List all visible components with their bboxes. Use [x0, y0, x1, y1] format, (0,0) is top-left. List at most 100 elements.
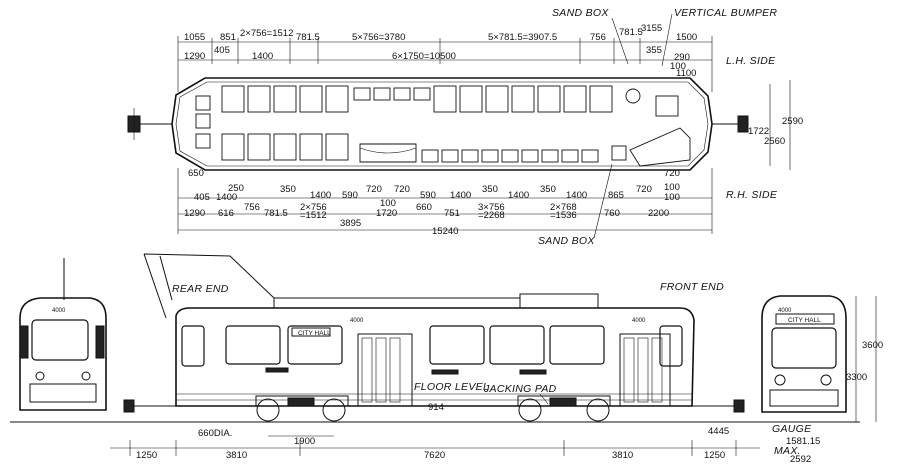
- vertical-bumper-label: VERTICAL BUMPER: [674, 7, 777, 19]
- dim-3x756: 3×756: [478, 202, 505, 213]
- rear-end-label: REAR END: [172, 283, 229, 295]
- front-end-label: FRONT END: [660, 281, 724, 293]
- front-coupler-plan: [712, 115, 749, 133]
- lh-side-label: L.H. SIDE: [726, 55, 776, 67]
- dim-865: 865: [608, 190, 624, 201]
- dim-2200: 2200: [648, 208, 669, 219]
- plan-view: 1055 851 2×756=1512 781.5 5×756=3780 5×7…: [127, 7, 803, 247]
- car-number-front: 4000: [778, 308, 792, 314]
- dim-590-a: 590: [342, 190, 358, 201]
- dim-2590: 2590: [782, 116, 803, 127]
- city-hall-side-sign: CITY HALL: [298, 330, 331, 337]
- dim-3810-front: 3810: [612, 450, 633, 461]
- dim-6x1750: 6×1750=10500: [392, 51, 456, 62]
- rear-end-view: 4000: [10, 258, 118, 423]
- dim-3895: 3895: [340, 218, 361, 229]
- rear-bogie: [255, 395, 349, 422]
- dim-1512-bot: =1512: [300, 210, 327, 221]
- dim-650: 650: [188, 168, 204, 179]
- dim-15240: 15240: [432, 226, 458, 237]
- floor-level-label: FLOOR LEVEL: [414, 381, 489, 393]
- dim-2268: =2268: [478, 210, 505, 221]
- dim-1290-bot: 1290: [184, 208, 205, 219]
- dim-100-b: 100: [664, 192, 680, 203]
- dim-290: 290: [674, 52, 690, 63]
- dim-1400-e: 1400: [566, 190, 587, 201]
- dim-1500: 1500: [676, 32, 697, 43]
- dim-1720: 1720: [376, 208, 397, 219]
- dim-4445: 4445: [708, 426, 729, 437]
- dim-350-a: 350: [280, 184, 296, 195]
- front-end-view: 4000 CITY HALL 3600 3300 GAUGE 1581.15 M…: [750, 295, 883, 465]
- dim-5x781-5: 5×781.5=3907.5: [488, 32, 557, 43]
- dim-405-top: 405: [214, 45, 230, 56]
- sand-box-bottom-label: SAND BOX: [538, 235, 595, 247]
- dim-2560: 2560: [764, 136, 785, 147]
- dim-100-a: 100: [664, 182, 680, 193]
- dim-660dia: 660DIA.: [198, 428, 232, 439]
- jacking-pad-label: JACKING PAD: [483, 383, 557, 395]
- dim-1290-top: 1290: [184, 51, 205, 62]
- car-number-side-b: 4000: [632, 318, 646, 324]
- dim-720-d: 720: [664, 168, 680, 179]
- dim-3600: 3600: [862, 340, 883, 351]
- dim-1100: 1100: [676, 68, 696, 79]
- car-number-side-a: 4000: [350, 318, 364, 324]
- dim-7620: 7620: [424, 450, 445, 461]
- gauge-label: GAUGE: [772, 423, 812, 435]
- dim-1400-b: 1400: [310, 190, 331, 201]
- dim-1581-15: 1581.15: [786, 436, 820, 447]
- dim-616: 616: [218, 208, 234, 219]
- dim-355: 355: [646, 45, 662, 56]
- dim-781-5: 781.5: [296, 32, 320, 43]
- rh-seats: [195, 127, 691, 167]
- rear-coupler-plan: [127, 108, 172, 140]
- dim-250: 250: [228, 183, 244, 194]
- dim-660: 660: [416, 202, 432, 213]
- dim-2x756: 2×756=1512: [240, 28, 293, 39]
- dim-590-b: 590: [420, 190, 436, 201]
- max-label: MAX.: [774, 445, 801, 457]
- side-view: REAR END FRONT END CITY HALL 4000 4000: [110, 253, 760, 461]
- dim-1250-rear: 1250: [136, 450, 157, 461]
- city-hall-front-sign: CITY HALL: [788, 317, 821, 324]
- car-number-rear: 4000: [52, 308, 66, 314]
- dim-100-mid: 100: [380, 198, 396, 209]
- dim-1900: 1900: [294, 436, 315, 447]
- dim-756: 756: [590, 32, 606, 43]
- dim-720-c: 720: [636, 184, 652, 195]
- dim-1400-top: 1400: [252, 51, 273, 62]
- dim-1722: 1722: [748, 126, 769, 137]
- dim-751: 751: [444, 208, 460, 219]
- dim-3155: 3155: [641, 23, 662, 34]
- dim-1400-d: 1400: [508, 190, 529, 201]
- front-bogie: [517, 395, 611, 422]
- dim-2x768: 2×768: [550, 202, 577, 213]
- dim-756-bot: 756: [244, 202, 260, 213]
- dim-781-5b: 781.5: [619, 27, 643, 38]
- dim-100-top: 100: [670, 61, 686, 72]
- lh-seats: [195, 85, 679, 129]
- dim-405-bot: 405: [194, 192, 210, 203]
- dim-1400-c: 1400: [450, 190, 471, 201]
- sand-box-top-label: SAND BOX: [552, 7, 609, 19]
- dim-760: 760: [604, 208, 620, 219]
- dim-720-b: 720: [394, 184, 410, 195]
- dim-1536: =1536: [550, 210, 577, 221]
- dim-3810-rear: 3810: [226, 450, 247, 461]
- dim-914: 914: [428, 402, 444, 413]
- dim-2x756-bot: 2×756: [300, 202, 327, 213]
- dim-2592: 2592: [790, 454, 811, 465]
- dim-720-a: 720: [366, 184, 382, 195]
- dim-851: 851: [220, 32, 236, 43]
- dim-5x756: 5×756=3780: [352, 32, 405, 43]
- dim-350-c: 350: [540, 184, 556, 195]
- rh-side-label: R.H. SIDE: [726, 189, 778, 201]
- dim-350-b: 350: [482, 184, 498, 195]
- dim-3300: 3300: [846, 372, 867, 383]
- dim-1400-a: 1400: [216, 192, 237, 203]
- dim-1055: 1055: [184, 32, 205, 43]
- dim-781-5-bot: 781.5: [264, 208, 288, 219]
- dim-1250-front: 1250: [704, 450, 725, 461]
